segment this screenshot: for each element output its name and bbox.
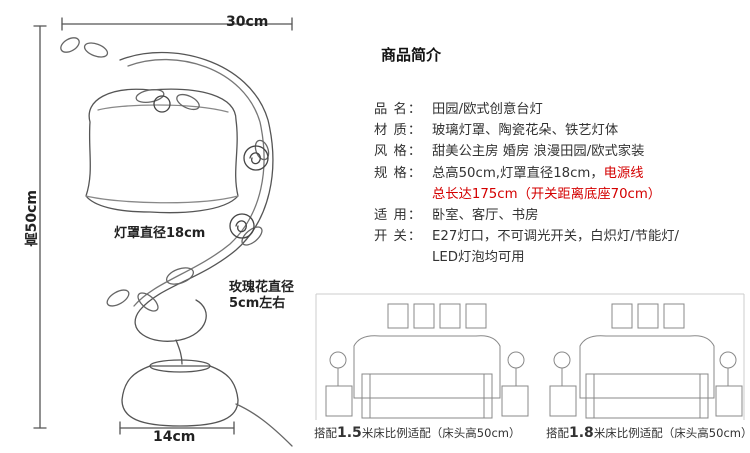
height-label: 高50cm [24,190,40,247]
spec-key: 适 用： [374,208,423,224]
caption-prefix: 搭配 [314,426,337,440]
caption-size: 1.5 [337,425,362,441]
lamp-base [121,365,239,427]
rose-flowers [153,95,269,239]
spec-list: 品 名： 田园/欧式创意台灯 材 质： 玻璃灯罩、陶瓷花朵、铁艺灯体 风 格： … [374,99,746,269]
spec-row-size: 规 格： 总高50cm,灯罩直径18cm，电源线 [374,163,746,184]
spec-key: 开 关： [374,229,423,245]
spec-key: 规 格： [374,165,423,181]
caption-suffix: 米床比例适配（床头高50cm） [593,426,750,440]
caption-prefix: 搭配 [546,426,569,440]
base-dimension-line [119,421,235,435]
spec-value: 甜美公主房 婚房 浪漫田园/欧式家装 [432,144,645,160]
spec-row-usage: 适 用： 卧室、客厅、书房 [374,205,746,226]
spec-switch-cont: LED灯泡均可用 [432,250,525,266]
spec-key: 材 质： [374,123,423,139]
spec-value: 田园/欧式创意台灯 [432,102,543,117]
flower-diameter-label-1: 玫瑰花直径 [229,280,295,295]
room-caption-1: 搭配1.5米床比例适配（床头高50cm） [314,425,520,441]
lamp-stem [175,339,183,365]
spec-row-material: 材 质： 玻璃灯罩、陶瓷花朵、铁艺灯体 [374,120,746,141]
spec-value: 玻璃灯罩、陶瓷花朵、铁艺灯体 [432,123,619,139]
spec-title: 商品简介 [381,46,442,64]
lamp-drawing [33,17,293,447]
flower-diameter-label-2: 5cm左右 [229,296,286,311]
spec-value: E27灯口，不可调光开关，白炽灯/节能灯/ [432,229,680,245]
spec-key: 风 格： [374,144,423,160]
spec-cord-length: 总长达175cm（开关距离底座70cm） [432,186,662,202]
spec-key: 品 名： [374,102,423,117]
shade-diameter-label: 灯罩直径18cm [114,226,206,241]
base-label: 14cm [153,429,196,445]
spec-row-switch: 开 关： E27灯口，不可调光开关，白炽灯/节能灯/ [374,226,746,247]
lamp-arm [119,51,274,342]
spec-size-red: 电源线 [603,165,644,181]
bedroom-illustrations [315,293,745,420]
spec-value: 总高50cm,灯罩直径18cm，电源线 [432,163,746,184]
width-label: 30cm [226,14,269,30]
spec-row-name: 品 名： 田园/欧式创意台灯 [374,99,746,120]
room-1-scene [325,303,529,419]
power-cord [235,403,293,447]
spec-value: 卧室、客厅、书房 [432,208,539,224]
caption-suffix: 米床比例适配（床头高50cm） [361,426,521,440]
decorative-leaves [60,37,270,312]
room-2-scene [549,303,743,419]
height-dimension-line [33,25,47,429]
spec-size-text: 总高50cm,灯罩直径18cm， [432,165,604,181]
room-caption-2: 搭配1.8米床比例适配（床头高50cm） [546,425,750,441]
width-dimension-line [61,17,293,31]
caption-size: 1.8 [569,425,594,441]
spec-row-style: 风 格： 甜美公主房 婚房 浪漫田园/欧式家装 [374,141,746,162]
